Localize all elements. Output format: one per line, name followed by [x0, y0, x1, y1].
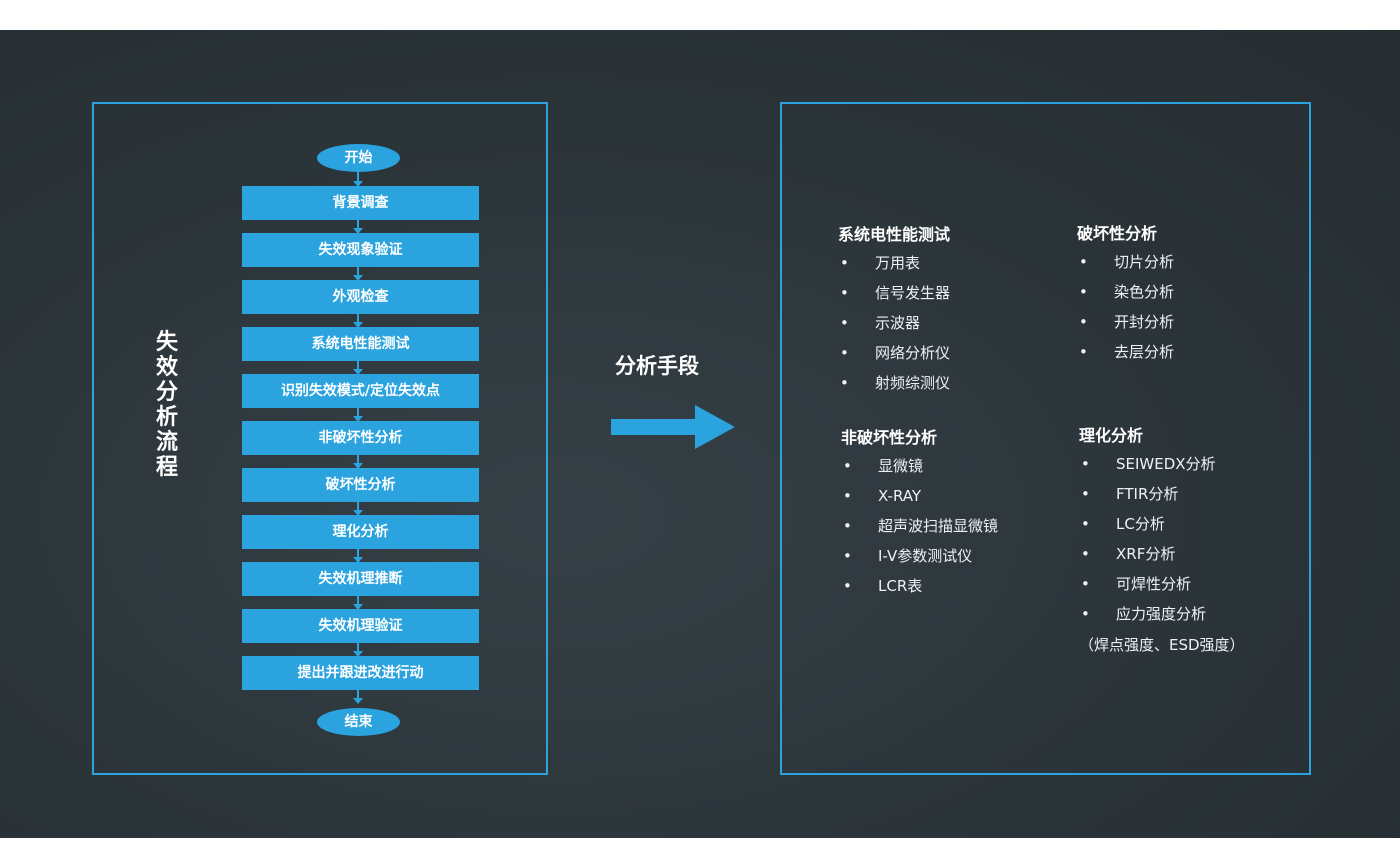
method-section: 理化分析 SEIWEDX分析FTIR分析LC分析XRF分析可焊性分析应力强度分析 （…	[1079, 422, 1245, 655]
method-item: 切片分析	[1077, 252, 1174, 282]
flow-step: 破坏性分析	[242, 468, 479, 502]
method-item: 射频综测仪	[838, 373, 950, 403]
method-item: 信号发生器	[838, 283, 950, 313]
method-section: 系统电性能测试万用表信号发生器示波器网络分析仪射频综测仪	[838, 221, 950, 403]
flow-step: 背景调查	[242, 186, 479, 220]
flow-step: 失效机理推断	[242, 562, 479, 596]
flow-step: 外观检查	[242, 280, 479, 314]
flow-title: 失效分析流程	[155, 330, 178, 480]
flow-step: 识别失效模式/定位失效点	[242, 374, 479, 408]
flow-step: 失效现象验证	[242, 233, 479, 267]
method-item: I-V参数测试仪	[841, 546, 998, 576]
method-item: 开封分析	[1077, 312, 1174, 342]
method-item: LC分析	[1079, 514, 1245, 544]
method-item: 示波器	[838, 313, 950, 343]
method-item: 超声波扫描显微镜	[841, 516, 998, 546]
method-section: 破坏性分析切片分析染色分析开封分析去层分析	[1077, 220, 1174, 372]
flow-connector-arrow	[353, 172, 363, 187]
method-item: 应力强度分析	[1079, 604, 1245, 634]
flow-step: 失效机理验证	[242, 609, 479, 643]
flow-start: 开始	[317, 144, 400, 172]
flow-connector-arrow	[353, 313, 363, 328]
method-item: 染色分析	[1077, 282, 1174, 312]
flow-step: 系统电性能测试	[242, 327, 479, 361]
method-item: LCR表	[841, 576, 998, 606]
methods-panel	[780, 102, 1311, 775]
flow-connector-arrow	[353, 219, 363, 234]
flow-step: 理化分析	[242, 515, 479, 549]
flow-connector-arrow	[353, 690, 363, 704]
flow-step: 提出并跟进改进行动	[242, 656, 479, 690]
right-arrow-icon	[611, 405, 735, 449]
flow-connector-arrow	[353, 407, 363, 422]
method-item: 网络分析仪	[838, 343, 950, 373]
section-title: 非破坏性分析	[841, 428, 938, 447]
method-section: 非破坏性分析显微镜X-RAY超声波扫描显微镜I-V参数测试仪LCR表	[841, 424, 998, 606]
method-item: 万用表	[838, 253, 950, 283]
flow-connector-arrow	[353, 595, 363, 610]
flow-end: 结束	[317, 708, 400, 736]
method-item: FTIR分析	[1079, 484, 1245, 514]
section-title: 系统电性能测试	[838, 225, 951, 244]
method-item: XRF分析	[1079, 544, 1245, 574]
section-title: 理化分析	[1079, 426, 1144, 445]
method-item: SEIWEDX分析	[1079, 454, 1245, 484]
flow-connector-arrow	[353, 642, 363, 657]
flow-connector-arrow	[353, 360, 363, 375]
method-item: 显微镜	[841, 456, 998, 486]
flow-connector-arrow	[353, 454, 363, 469]
flow-panel	[92, 102, 548, 775]
flow-connector-arrow	[353, 266, 363, 281]
section-note: （焊点强度、ESD强度）	[1079, 636, 1245, 654]
method-item: 去层分析	[1077, 342, 1174, 372]
flow-connector-arrow	[353, 501, 363, 516]
method-item: 可焊性分析	[1079, 574, 1245, 604]
flow-step: 非破坏性分析	[242, 421, 479, 455]
section-title: 破坏性分析	[1077, 224, 1158, 243]
method-item: X-RAY	[841, 486, 998, 516]
methods-label: 分析手段	[615, 354, 699, 378]
flow-connector-arrow	[353, 548, 363, 563]
